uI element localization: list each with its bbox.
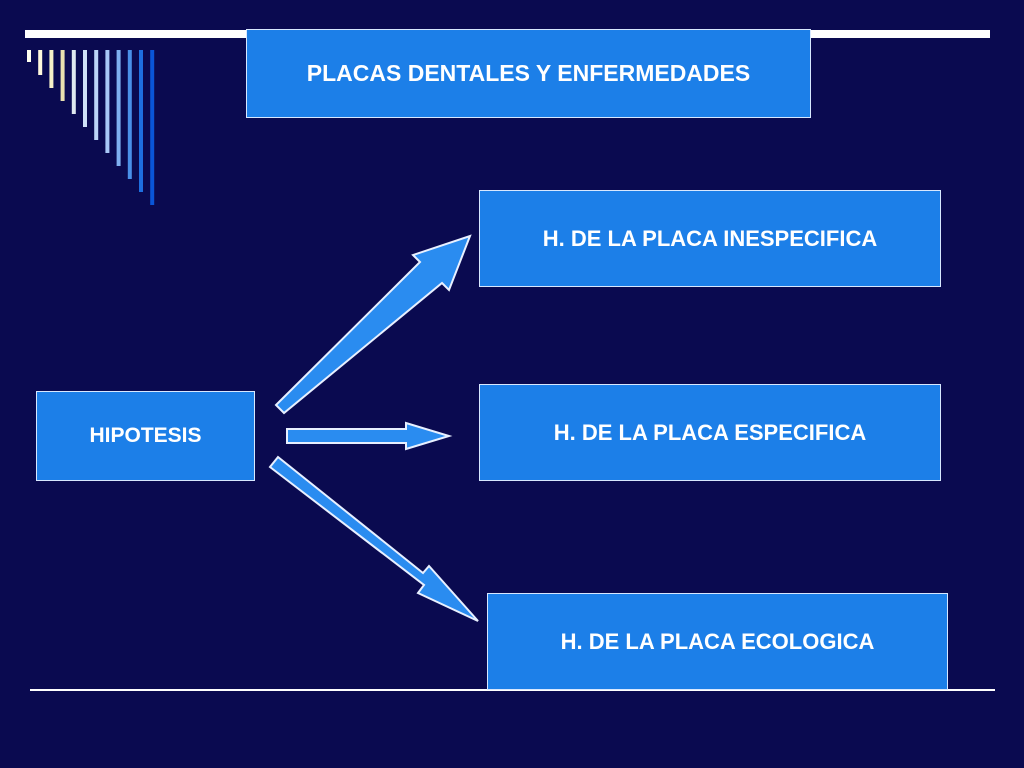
- arrow-down-icon: [268, 455, 479, 622]
- hypothesis-box-especifica: H. DE LA PLACA ESPECIFICA: [479, 384, 941, 481]
- title-box: PLACAS DENTALES Y ENFERMEDADES: [246, 29, 811, 118]
- stripe-bar: [83, 50, 87, 127]
- hypothesis-box-inespecifica: H. DE LA PLACA INESPECIFICA: [479, 190, 941, 287]
- stripe-bar: [38, 50, 43, 75]
- stripe-bar: [139, 50, 143, 192]
- stripe-bar: [71, 50, 76, 114]
- stripe-bar: [116, 50, 121, 166]
- top-rule-left: [25, 30, 246, 38]
- hypothesis-box-ecologica: H. DE LA PLACA ECOLOGICA: [487, 593, 948, 690]
- arrow-up-icon: [274, 234, 472, 415]
- page-title: PLACAS DENTALES Y ENFERMEDADES: [306, 60, 751, 86]
- root-label: HIPOTESIS: [89, 424, 202, 447]
- stripe-bar: [60, 50, 65, 101]
- root-box: HIPOTESIS: [36, 391, 255, 481]
- stripe-bar: [49, 50, 54, 88]
- stripe-bar: [127, 50, 132, 179]
- hypothesis-label-inespecifica: H. DE LA PLACA INESPECIFICA: [542, 225, 878, 251]
- stripe-bar: [150, 50, 155, 205]
- hypothesis-label-ecologica: H. DE LA PLACA ECOLOGICA: [560, 628, 875, 654]
- top-rule-right: [811, 30, 990, 38]
- hypothesis-label-especifica: H. DE LA PLACA ESPECIFICA: [553, 419, 867, 445]
- arrow-right-icon: [286, 421, 453, 451]
- stripe-bar: [94, 50, 99, 140]
- stripe-bar: [27, 50, 31, 62]
- stripe-bar: [105, 50, 110, 153]
- bottom-rule: [30, 689, 995, 691]
